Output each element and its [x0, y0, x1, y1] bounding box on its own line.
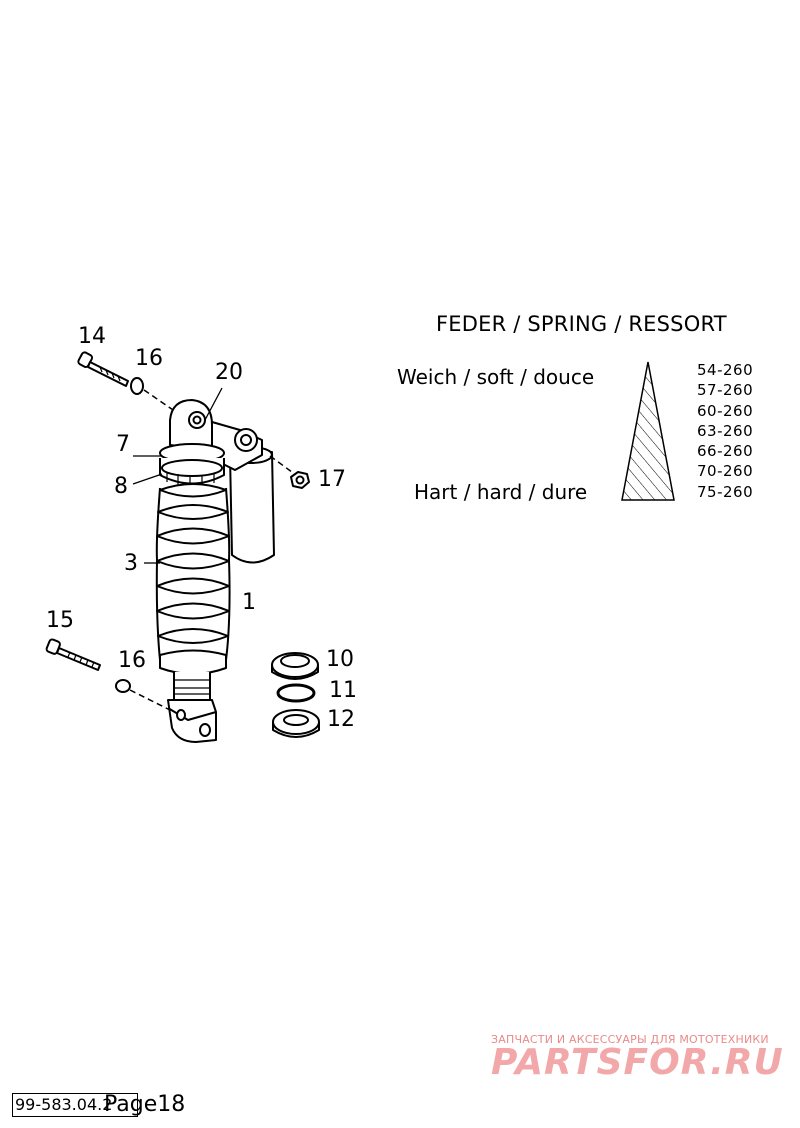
spring-table-title: FEDER / SPRING / RESSORT: [436, 312, 727, 336]
washer-16-bottom-part: [115, 679, 131, 693]
spring-rate-item: 66-260: [697, 442, 754, 461]
spring-rate-triangle: [621, 361, 675, 501]
nut-17-part: [290, 471, 310, 489]
callout-11: 11: [329, 678, 357, 703]
callout-10: 10: [326, 647, 354, 672]
hard-label: Hart / hard / dure: [414, 480, 588, 504]
callout-8: 8: [114, 474, 128, 499]
spring-coils-part: [155, 483, 231, 661]
bolt-15-part: [45, 638, 101, 671]
soft-label: Weich / soft / douce: [397, 365, 595, 389]
spring-rate-item: 75-260: [697, 482, 754, 501]
spring-rate-item: 60-260: [697, 401, 754, 420]
callout-12: 12: [327, 707, 355, 732]
watermark-brand: PARTSFOR.RU: [491, 1042, 784, 1083]
callout-14: 14: [78, 324, 106, 349]
callout-16: 16: [135, 346, 163, 371]
reservoir-part: [204, 419, 297, 564]
callout-17: 17: [318, 467, 346, 492]
spring-rate-item: 70-260: [697, 462, 754, 481]
callout-3: 3: [124, 551, 138, 576]
bump-ring-12-part: [272, 709, 320, 738]
o-ring-11-part: [276, 683, 316, 703]
lower-spring-seat-part: [159, 649, 227, 701]
callout-15: 15: [46, 608, 74, 633]
callout-1: 1: [242, 590, 256, 615]
spring-rate-item: 63-260: [697, 421, 754, 440]
seal-ring-10-part: [271, 652, 319, 680]
bottom-clevis-part: [167, 699, 217, 743]
spring-collar-part: [159, 443, 225, 486]
spring-rate-item: 57-260: [697, 381, 754, 400]
washer-16-top-part: [130, 377, 144, 395]
doc-number-box: 99-583.04.2: [12, 1093, 138, 1117]
watermark-tagline: ЗАПЧАСТИ И АКСЕССУАРЫ ДЛЯ МОТОТЕХНИКИ: [491, 1033, 769, 1046]
callout-20: 20: [215, 360, 243, 385]
leader-lines: [132, 387, 223, 564]
spring-rate-item: 54-260: [697, 361, 754, 379]
spring-rate-list: 54-260 57-260 60-260 63-260 66-260 70-26…: [697, 360, 753, 502]
callout-7: 7: [116, 432, 130, 457]
top-mount-eye-part: [169, 399, 213, 451]
bolt-14-part: [77, 351, 129, 387]
callout-16: 16: [118, 648, 146, 673]
page-label: Page18: [104, 1092, 186, 1117]
